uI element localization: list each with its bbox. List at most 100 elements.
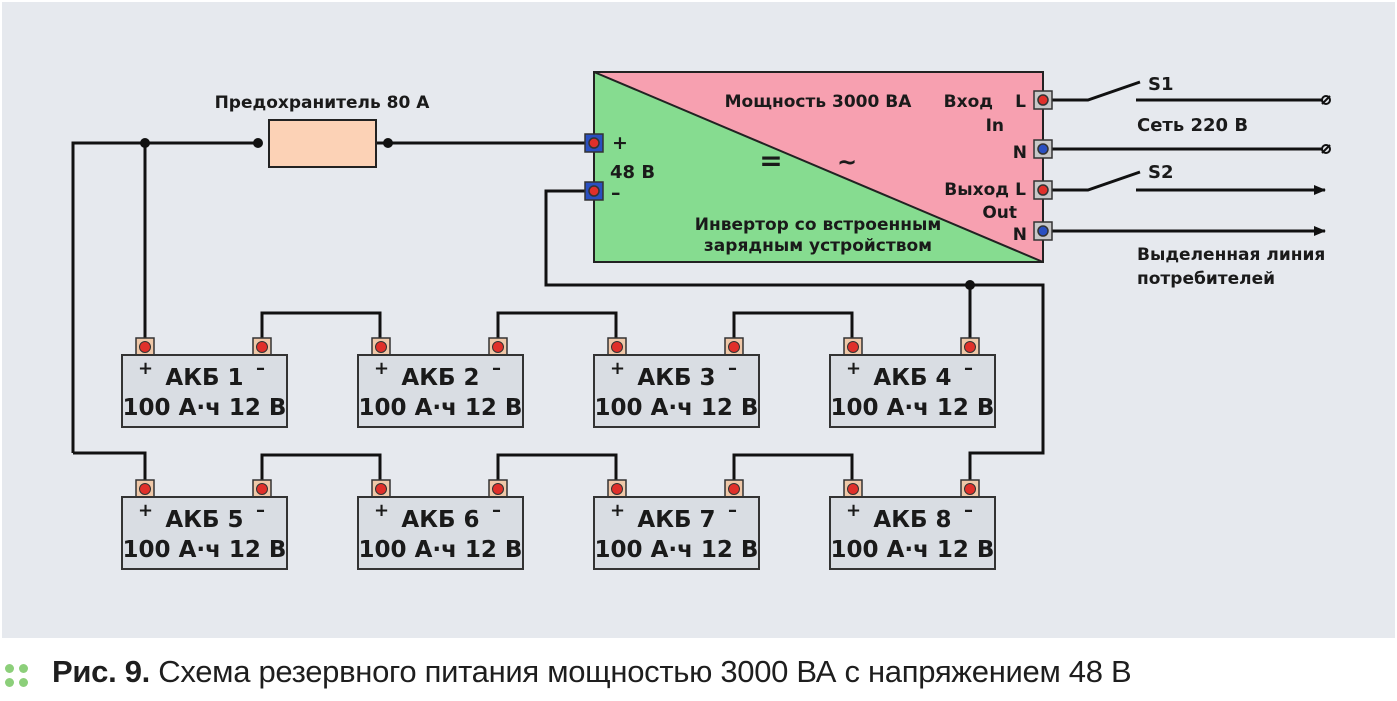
switch-s1-label: S1 [1148, 74, 1174, 95]
battery-spec: 100 А·ч 12 В [123, 395, 287, 421]
battery-spec: 100 А·ч 12 В [831, 395, 995, 421]
in-l-label: L [1015, 92, 1026, 112]
switch-s2-label: S2 [1148, 162, 1174, 183]
battery-spec: 100 А·ч 12 В [359, 395, 523, 421]
battery-terminal-minus [488, 337, 508, 356]
wire-output-l [1050, 170, 1141, 192]
wire-akb7-akb8 [732, 453, 854, 482]
battery-minus-label: – [256, 358, 265, 379]
inverter-name-line1: Инвертор со встроенным [695, 215, 942, 235]
wire-akb6-akb7 [496, 453, 618, 482]
wire-akb3-akb4 [732, 311, 854, 340]
grid-terminal-n [1321, 144, 1331, 154]
grid-terminals [1321, 95, 1331, 154]
junction-dot [253, 138, 263, 148]
battery-body [593, 354, 760, 428]
load-label-line1: Выделенная линия [1137, 245, 1325, 265]
out-l-label: L [1015, 180, 1026, 200]
backup-power-diagram: Предохранитель 80 А Мощность 3000 ВА = ~… [71, 71, 1331, 570]
battery-terminal-plus [843, 479, 863, 498]
wire-akb1-akb2 [260, 311, 382, 340]
caption-label: Рис. 9. [52, 654, 150, 689]
battery-minus-label: – [492, 358, 501, 379]
battery-spec: 100 А·ч 12 В [359, 537, 523, 563]
junction-dot [383, 138, 393, 148]
dc-symbol: = [759, 144, 782, 177]
dc-plus-terminal [584, 133, 604, 153]
input-label: Вход [944, 92, 993, 112]
wire-akb2-akb3 [496, 311, 618, 340]
grid-terminal-l [1321, 95, 1331, 105]
input-label-en: In [986, 116, 1004, 136]
ac-symbol: ~ [837, 148, 857, 176]
in-n-label: N [1013, 143, 1027, 163]
caption-bullet-icon [5, 664, 31, 690]
ac-out-l-terminal [1033, 180, 1053, 200]
wire-negative-bus [544, 189, 1045, 482]
wire-akb5-akb6 [260, 453, 382, 482]
battery-body [357, 354, 524, 428]
battery-spec: 100 А·ч 12 В [595, 537, 759, 563]
battery-terminal-minus [724, 337, 744, 356]
battery-terminal-plus [135, 479, 155, 498]
junctions [140, 138, 975, 290]
battery-name: АКБ 1 [165, 365, 243, 391]
battery-plus-label: + [138, 358, 153, 379]
battery-name: АКБ 7 [637, 507, 715, 533]
junction-dot [140, 138, 150, 148]
inverter-power: Мощность 3000 ВА [725, 92, 913, 112]
battery-body [121, 354, 288, 428]
battery-terminal-minus [724, 479, 744, 498]
battery-minus-label: – [728, 358, 737, 379]
battery-terminal-minus [960, 479, 980, 498]
battery-terminal-minus [488, 479, 508, 498]
battery-body [829, 354, 996, 428]
battery-1: + –АКБ 1 100 А·ч 12 В [121, 337, 288, 428]
battery-spec: 100 А·ч 12 В [123, 537, 287, 563]
battery-plus-label: + [138, 500, 153, 521]
battery-plus-label: + [610, 358, 625, 379]
battery-plus-label: + [610, 500, 625, 521]
battery-body [593, 496, 760, 570]
wire-positive-bus [71, 141, 258, 453]
out-n-label: N [1013, 225, 1027, 245]
battery-terminal-plus [135, 337, 155, 356]
output-label-en: Out [982, 203, 1017, 223]
ac-in-n-terminal [1033, 139, 1053, 159]
battery-minus-label: – [964, 500, 973, 521]
battery-minus-label: – [964, 358, 973, 379]
fuse [268, 119, 377, 168]
battery-body [829, 496, 996, 570]
battery-plus-label: + [846, 358, 861, 379]
battery-spec: 100 А·ч 12 В [831, 537, 995, 563]
ac-out-n-terminal [1033, 221, 1053, 241]
dc-minus-terminal [584, 181, 604, 201]
grid-label: Сеть 220 В [1137, 115, 1248, 136]
battery-terminal-plus [843, 337, 863, 356]
battery-minus-label: – [728, 500, 737, 521]
battery-body [121, 496, 288, 570]
battery-plus-label: + [374, 500, 389, 521]
wire-to-akb5-plus [73, 451, 147, 482]
junction-dot [965, 280, 975, 290]
battery-terminal-plus [607, 479, 627, 498]
battery-terminal-minus [960, 337, 980, 356]
dc-voltage-label: 48 В [610, 162, 655, 183]
figure-caption: Рис. 9. Схема резервного питания мощност… [0, 648, 1397, 698]
fuse-label: Предохранитель 80 А [215, 93, 431, 113]
wiring [71, 80, 1326, 482]
inverter-name-line2: зарядным устройством [704, 236, 932, 256]
battery-name: АКБ 2 [401, 365, 479, 391]
ac-in-l-terminal [1033, 90, 1053, 110]
dc-minus-label: – [611, 182, 621, 204]
caption-body: Схема резервного питания мощностью 3000 … [158, 654, 1132, 689]
load-label-line2: потребителей [1137, 269, 1275, 289]
battery-terminal-minus [252, 337, 272, 356]
battery-terminal-plus [371, 479, 391, 498]
battery-name: АКБ 8 [873, 507, 951, 533]
